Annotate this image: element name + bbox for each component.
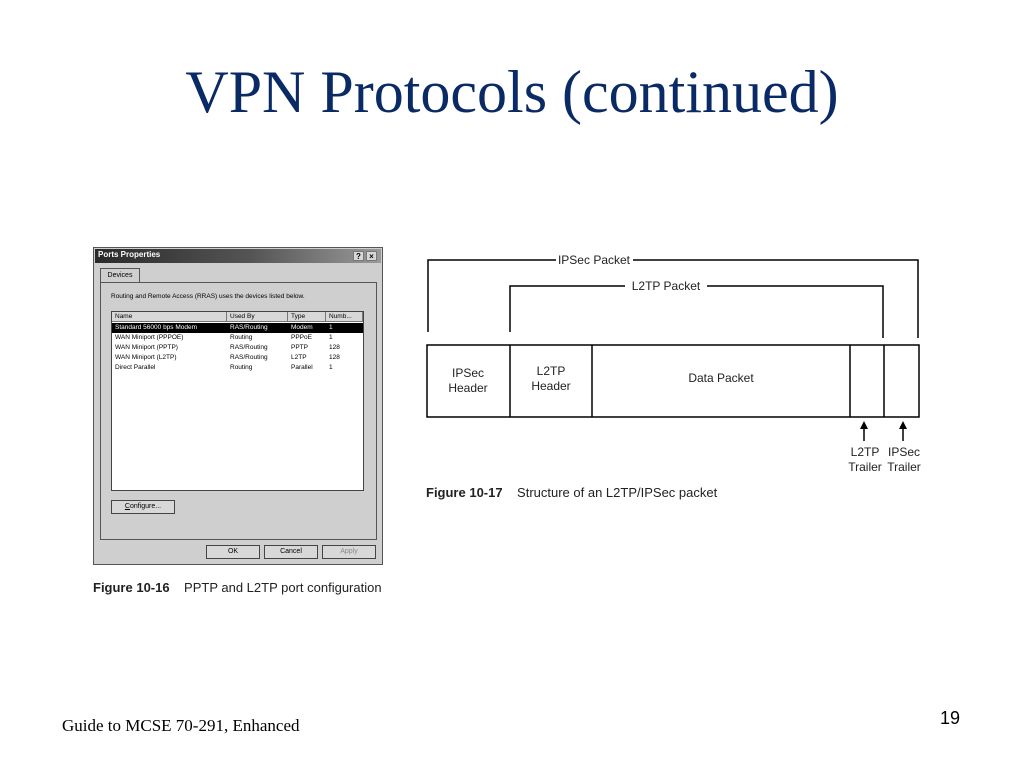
figure-10-16-caption: Figure 10-16 PPTP and L2TP port configur… bbox=[93, 580, 382, 595]
figure-10-16-text: PPTP and L2TP port configuration bbox=[184, 580, 382, 595]
l2tp-trailer-line2: Trailer bbox=[848, 460, 882, 474]
row-number: 1 bbox=[329, 364, 333, 371]
figure-10-16-label: Figure 10-16 bbox=[93, 580, 170, 595]
ipsec-trailer-arrow-head bbox=[899, 421, 907, 429]
ipsec-trailer-line2: Trailer bbox=[887, 460, 921, 474]
ok-button[interactable]: OK bbox=[206, 545, 260, 559]
figure-10-17-caption: Figure 10-17 Structure of an L2TP/IPSec … bbox=[426, 485, 717, 500]
figure-10-17-text: Structure of an L2TP/IPSec packet bbox=[517, 485, 718, 500]
table-row[interactable]: Direct Parallel Routing Parallel 1 bbox=[112, 363, 363, 373]
figure-10-17-label: Figure 10-17 bbox=[426, 485, 503, 500]
ipsec-trailer-line1: IPSec bbox=[888, 445, 920, 459]
configure-button[interactable]: Configure... bbox=[111, 500, 175, 514]
ipsec-header-line1: IPSec bbox=[452, 366, 484, 380]
row-name: WAN Miniport (PPTP) bbox=[115, 344, 178, 351]
page-number: 19 bbox=[940, 708, 961, 728]
row-number: 1 bbox=[329, 324, 333, 331]
close-button[interactable]: × bbox=[366, 251, 377, 261]
apply-button[interactable]: Apply bbox=[322, 545, 376, 559]
row-used-by: RAS/Routing bbox=[230, 344, 268, 351]
column-header-used-by[interactable]: Used By bbox=[227, 312, 288, 322]
table-row[interactable]: WAN Miniport (L2TP) RAS/Routing L2TP 128 bbox=[112, 353, 363, 363]
row-type: PPTP bbox=[291, 344, 308, 351]
row-name: WAN Miniport (PPPOE) bbox=[115, 334, 184, 341]
l2tp-header-line2: Header bbox=[531, 379, 570, 393]
column-header-type[interactable]: Type bbox=[288, 312, 326, 322]
row-type: L2TP bbox=[291, 354, 307, 361]
devices-description: Routing and Remote Access (RRAS) uses th… bbox=[111, 293, 305, 300]
footer-course-title: Guide to MCSE 70-291, Enhanced bbox=[62, 716, 300, 735]
row-type: Parallel bbox=[291, 364, 313, 371]
column-header-number[interactable]: Numb... bbox=[326, 312, 363, 322]
table-row[interactable]: Standard 56000 bps Modem RAS/Routing Modem… bbox=[112, 323, 363, 333]
row-used-by: Routing bbox=[230, 334, 253, 341]
l2tp-packet-bracket-left bbox=[509, 285, 625, 332]
ipsec-header-line2: Header bbox=[448, 381, 487, 395]
column-header-name[interactable]: Name bbox=[112, 312, 227, 322]
ipsec-packet-bracket-left bbox=[427, 259, 556, 332]
row-used-by: RAS/Routing bbox=[230, 324, 268, 331]
table-row[interactable]: WAN Miniport (PPTP) RAS/Routing PPTP 128 bbox=[112, 343, 363, 353]
ports-properties-dialog: Ports Properties ? × Devices Routing and… bbox=[93, 247, 383, 565]
l2tp-trailer-line1: L2TP bbox=[851, 445, 880, 459]
row-name: Standard 56000 bps Modem bbox=[115, 324, 198, 331]
cancel-button[interactable]: Cancel bbox=[264, 545, 318, 559]
l2tp-packet-label: L2TP Packet bbox=[632, 279, 701, 293]
packet-box bbox=[426, 344, 920, 418]
help-button[interactable]: ? bbox=[353, 251, 364, 261]
devices-list-header: Name Used By Type Numb... bbox=[112, 312, 363, 322]
data-packet-label: Data Packet bbox=[688, 371, 754, 385]
ipsec-packet-bracket-right bbox=[633, 259, 919, 338]
l2tp-header-line1: L2TP bbox=[537, 364, 566, 378]
dialog-title: Ports Properties bbox=[98, 250, 161, 259]
l2tp-packet-bracket-right bbox=[707, 285, 884, 338]
row-type: Modem bbox=[291, 324, 313, 331]
row-used-by: RAS/Routing bbox=[230, 354, 268, 361]
row-name: Direct Parallel bbox=[115, 364, 156, 371]
packet-structure-diagram: IPSec Packet L2TP Packet IPSec Header L2… bbox=[426, 253, 921, 474]
tab-devices[interactable]: Devices bbox=[100, 268, 140, 282]
dialog-titlebar: Ports Properties ? × bbox=[95, 249, 381, 263]
row-name: WAN Miniport (L2TP) bbox=[115, 354, 177, 361]
devices-list[interactable]: Name Used By Type Numb... Standard 56000… bbox=[111, 311, 364, 491]
row-used-by: Routing bbox=[230, 364, 253, 371]
devices-tab-panel: Routing and Remote Access (RRAS) uses th… bbox=[100, 282, 377, 540]
row-type: PPPoE bbox=[291, 334, 312, 341]
slide-title: VPN Protocols (continued) bbox=[185, 59, 839, 125]
l2tp-trailer-arrow-head bbox=[860, 421, 868, 429]
row-number: 128 bbox=[329, 344, 340, 351]
ipsec-packet-label: IPSec Packet bbox=[558, 253, 631, 267]
row-number: 1 bbox=[329, 334, 333, 341]
table-row[interactable]: WAN Miniport (PPPOE) Routing PPPoE 1 bbox=[112, 333, 363, 343]
row-number: 128 bbox=[329, 354, 340, 361]
configure-button-label: onfigure... bbox=[129, 503, 162, 510]
